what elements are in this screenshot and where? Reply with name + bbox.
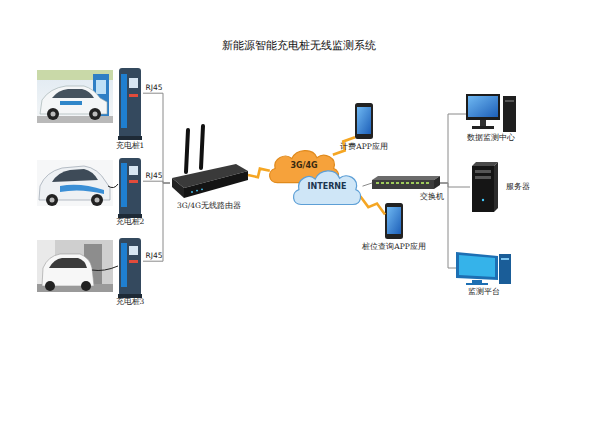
cable-line <box>143 93 170 183</box>
charger-node: 充电桩2 <box>117 158 143 216</box>
charger-symbol <box>118 238 142 298</box>
charger-node: 充电桩1 <box>117 68 143 140</box>
diagram-title: 新能源智能充电桩无线监测系统 <box>0 38 598 53</box>
node-label: 桩位查询APP应用 <box>362 243 426 251</box>
computer-symbol <box>466 94 516 132</box>
port-label: RJ45 <box>146 83 163 92</box>
wireless-bolt <box>248 169 270 178</box>
node-label: 3G/4G无线路由器 <box>177 202 241 210</box>
car-photo <box>37 160 118 206</box>
cable-line <box>363 183 372 186</box>
cloud-node: INTERNE <box>290 166 364 208</box>
charger-symbol <box>118 68 142 140</box>
switch-node: 交换机 <box>372 176 440 190</box>
node-label: 监测平台 <box>468 288 500 296</box>
cable-line <box>440 183 470 187</box>
phone-node: 桩位查询APP应用 <box>385 203 403 241</box>
car-photo <box>37 240 118 292</box>
charger-symbol <box>118 158 142 218</box>
node-label: 数据监测中心 <box>467 134 515 142</box>
node-label: 服务器 <box>506 183 530 191</box>
switch-symbol <box>372 176 440 189</box>
phone-node: 计费APP应用 <box>355 103 373 141</box>
computer-node: 数据监测中心 <box>466 92 516 132</box>
computer-node: 监测平台 <box>456 250 512 286</box>
server-node: 服务器 <box>470 162 498 212</box>
router-node: 3G/4G无线路由器 <box>170 150 248 200</box>
wireless-bolt <box>360 196 385 214</box>
node-label: 充电桩2 <box>116 218 145 226</box>
computer-symbol <box>456 252 511 285</box>
cable-line <box>440 114 466 183</box>
node-label: INTERNE <box>290 166 364 208</box>
port-label: RJ45 <box>146 171 163 180</box>
phone-symbol <box>355 103 403 239</box>
node-label: 交换机 <box>420 193 444 201</box>
router-symbol <box>172 126 248 198</box>
charger-node: 充电桩3 <box>117 238 143 296</box>
node-label: 充电桩3 <box>116 298 145 306</box>
car-photo <box>37 70 113 123</box>
node-label: 充电桩1 <box>116 142 145 150</box>
server-symbol <box>472 162 498 212</box>
node-label: 计费APP应用 <box>340 143 388 151</box>
port-label: RJ45 <box>146 251 163 260</box>
cable-line <box>143 183 170 261</box>
